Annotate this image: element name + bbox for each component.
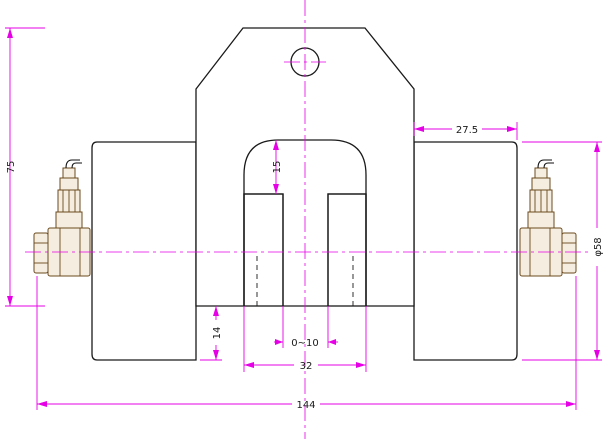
label-overall-width: 144 — [296, 400, 315, 411]
dimension-offset-right: 27.5 — [413, 122, 518, 140]
label-inner-width: 32 — [300, 361, 313, 372]
label-slot-depth: 15 — [272, 161, 283, 174]
dimension-inner-width: 32 — [243, 306, 367, 372]
dimension-diameter: φ58 — [522, 141, 604, 361]
label-adjust-range: 0~10 — [291, 338, 318, 349]
dimension-adjust-range: 0~10 — [274, 306, 338, 349]
label-offset-right: 27.5 — [456, 125, 478, 136]
dimension-foot-height: 14 — [200, 306, 223, 361]
right-fitting — [519, 159, 577, 277]
dimension-slot-depth: 15 — [272, 140, 283, 194]
left-fitting — [33, 159, 91, 277]
dimension-overall-height: 75 — [5, 27, 45, 307]
left-cylinder — [91, 141, 197, 361]
label-diameter: φ58 — [593, 237, 604, 256]
right-cylinder — [413, 141, 518, 361]
dimension-overall-width: 144 — [36, 276, 577, 411]
center-lines — [25, 0, 590, 439]
label-overall-height: 75 — [6, 161, 17, 174]
label-foot-height: 14 — [212, 327, 223, 340]
